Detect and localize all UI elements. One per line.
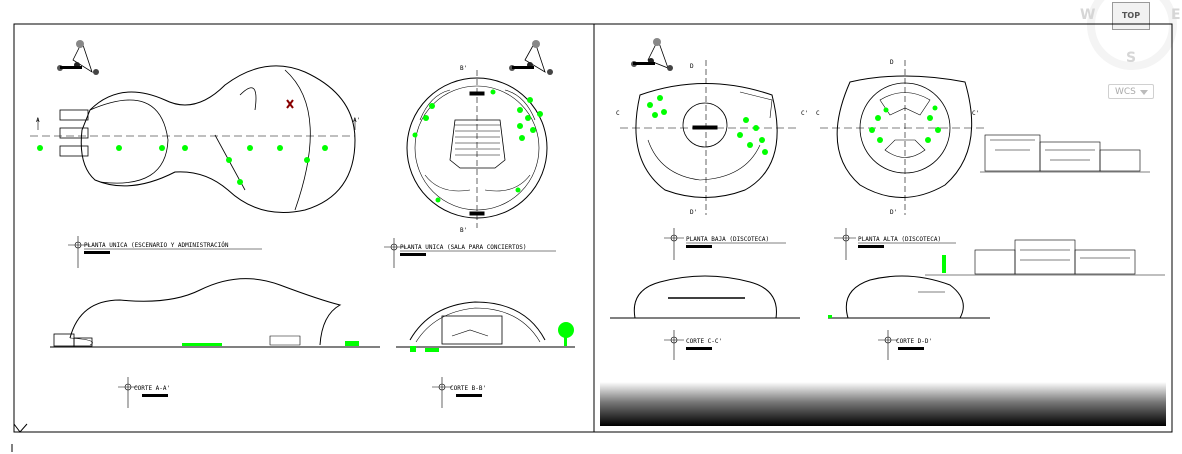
title-corte-bb: CORTE B-B' [432, 377, 486, 408]
section-mark-c-alta-right: C' [972, 110, 979, 117]
section-a-a [50, 278, 380, 348]
plan-baja [620, 60, 800, 215]
title-corte-cc: CORTE C-C' [664, 330, 722, 360]
section-mark-b-bottom: B' [460, 227, 467, 234]
plan-alta [820, 60, 985, 215]
elevation-2 [925, 239, 1165, 276]
plan-sala-vegetation [412, 89, 543, 203]
north-arrow-1 [57, 40, 99, 75]
ucs-icon [11, 423, 28, 452]
title-planta-unica-esc: PLANTA UNICA (ESCENARIO Y ADMINISTRACIÓN [68, 236, 262, 268]
plan-escenario-marks: A A' [36, 99, 360, 124]
viewcube-east[interactable]: E [1171, 7, 1181, 23]
plan-alta-vegetation [869, 105, 941, 143]
section-mark-d-alta-top: D [890, 59, 894, 66]
title-corte-dd: CORTE D-D' [878, 330, 932, 360]
label-planta-alta: PLANTA ALTA (DISCOTECA) [858, 236, 941, 243]
label-planta-unica-sala: PLANTA UNICA (SALA PARA CONCIERTOS) [400, 244, 526, 251]
section-mark-a-right: A' [353, 117, 360, 124]
section-mark-a-left: A [36, 117, 40, 124]
chevron-down-icon [1140, 90, 1148, 95]
viewcube-top-label: TOP [1121, 11, 1141, 20]
plan-escenario-vegetation [37, 145, 328, 185]
section-a-a-vegetation [182, 341, 359, 346]
viewcube-south[interactable]: S [1126, 50, 1137, 66]
section-d-d [828, 275, 990, 319]
label-corte-bb: CORTE B-B' [450, 385, 486, 392]
section-mark-d-bottom: D' [690, 209, 697, 216]
plan-baja-vegetation [647, 95, 768, 155]
title-planta-unica-sala: PLANTA UNICA (SALA PARA CONCIERTOS) [384, 238, 556, 268]
title-planta-alta: PLANTA ALTA (DISCOTECA) [834, 228, 956, 260]
label-corte-aa: CORTE A-A' [134, 385, 170, 392]
rendered-image-band [600, 382, 1166, 426]
label-planta-unica-esc: PLANTA UNICA (ESCENARIO Y ADMINISTRACIÓN [84, 242, 229, 249]
north-arrow-2 [509, 40, 553, 75]
title-planta-baja: PLANTA BAJA (DISCOTECA) [664, 228, 786, 260]
title-corte-aa: CORTE A-A' [118, 377, 170, 408]
section-mark-d-top: D [690, 63, 694, 70]
viewcube-west[interactable]: W [1080, 7, 1096, 23]
section-mark-d-alta-bottom: D' [890, 209, 897, 216]
plan-sala [406, 70, 548, 228]
wcs-menu-button[interactable]: WCS [1108, 84, 1154, 99]
label-planta-baja: PLANTA BAJA (DISCOTECA) [686, 236, 769, 243]
wcs-label: WCS [1115, 87, 1136, 97]
north-arrow-3 [631, 38, 673, 71]
label-corte-cc: CORTE C-C' [686, 338, 722, 345]
section-mark-c-left: C [616, 110, 620, 117]
elevation-vegetation [942, 255, 946, 273]
section-mark-c-alta-left: C [816, 110, 820, 117]
section-d-d-vegetation [828, 315, 832, 318]
viewport-right[interactable] [593, 23, 1173, 433]
section-c-c [610, 275, 800, 319]
viewcube-top-face[interactable]: TOP [1112, 2, 1150, 30]
label-corte-dd: CORTE D-D' [896, 338, 932, 345]
section-b-b-vegetation [410, 322, 574, 352]
elevation-1 [980, 134, 1150, 173]
section-mark-b: B' [460, 65, 467, 72]
viewcube-ring[interactable] [1087, 0, 1177, 70]
section-b-b [396, 301, 575, 348]
plan-escenario [30, 65, 356, 213]
section-mark-c-right: C' [801, 110, 808, 117]
